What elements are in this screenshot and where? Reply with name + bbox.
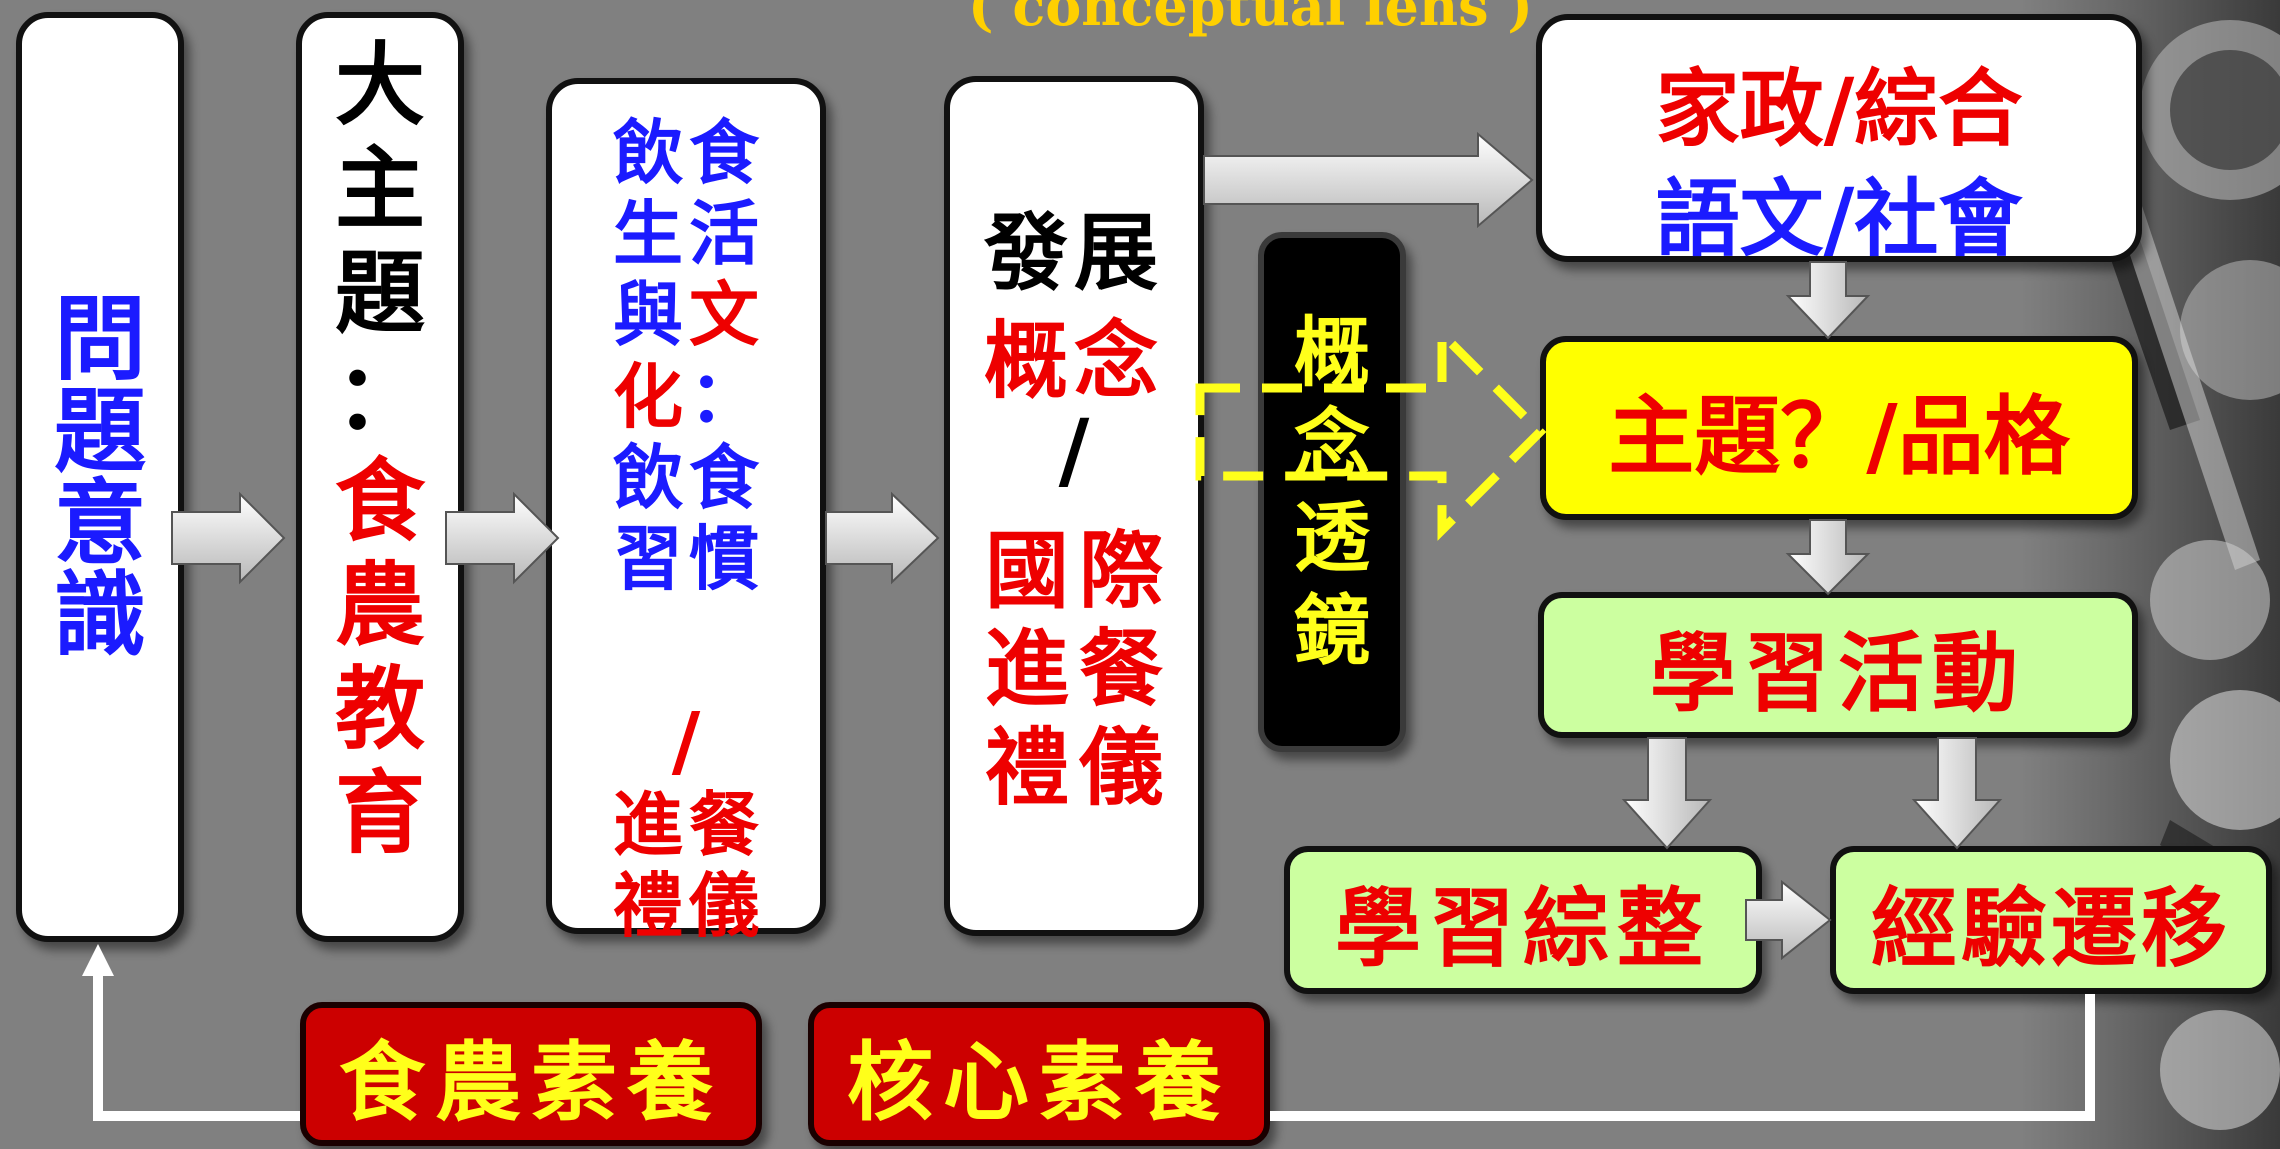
- develop-concept-char: 餐: [1079, 619, 1164, 719]
- experience-transfer-box: 經驗遷移: [1830, 846, 2272, 994]
- arrow-right-1: [171, 491, 286, 585]
- subject-separator: /: [1823, 59, 1855, 158]
- subject-separator: /: [1823, 169, 1855, 268]
- develop-concept-slash: /: [1058, 400, 1090, 499]
- food-culture-char: 食: [689, 111, 759, 194]
- food-culture-char: 飲: [613, 435, 683, 519]
- food-agri-literacy-box: 食農素養: [300, 1002, 762, 1146]
- arrow-down-3: [1621, 737, 1713, 850]
- food-culture-etiquette-char: 禮: [613, 864, 683, 948]
- problem-awareness-char: 意: [53, 469, 146, 577]
- food-culture-char: 習: [613, 516, 683, 600]
- core-literacy-text: 核心素養: [847, 1031, 1231, 1133]
- conceptual-lens-caption: ( conceptual lens ): [968, 0, 1533, 38]
- arrow-right-3: [825, 491, 940, 585]
- food-culture-etiquette-char: 儀: [689, 864, 759, 948]
- subject-integrative: 綜合: [1854, 59, 2023, 158]
- conceptual-lens-char: 透: [1294, 493, 1370, 582]
- develop-concept-box: 發展 概念 / 國 進 禮 際 餐 儀: [944, 76, 1204, 936]
- main-theme-value-char: 育: [335, 760, 425, 866]
- main-theme-label-char: 主: [335, 136, 425, 242]
- food-culture-char: 化: [613, 354, 683, 438]
- problem-awareness-char: 識: [53, 561, 146, 669]
- develop-concept-char: 禮: [984, 717, 1069, 817]
- arrow-right-to-subjects: [1203, 131, 1534, 229]
- food-culture-char: 飲: [613, 111, 683, 194]
- experience-transfer-text: 經驗遷移: [1871, 877, 2231, 979]
- food-culture-char: 活: [689, 192, 759, 276]
- develop-concept-char: 儀: [1079, 717, 1164, 817]
- feedback-arrowhead: [82, 944, 114, 976]
- food-culture-slash: /: [671, 696, 701, 787]
- main-theme-label-char: 大: [335, 32, 425, 138]
- learning-activity-text: 學習活動: [1650, 622, 2026, 724]
- problem-awareness-char: 問: [53, 285, 146, 393]
- arrow-down-2: [1785, 519, 1871, 596]
- subject-language: 語文: [1655, 169, 1824, 268]
- subject-social-studies: 社會: [1854, 169, 2023, 268]
- food-culture-box: 飲 生 與 化 飲 習 食 活 文 ： 食 慣 / 進 禮 餐 儀: [546, 78, 826, 946]
- arrow-down-1: [1785, 261, 1871, 340]
- main-theme-label-char: 題: [335, 240, 425, 346]
- core-literacy-box: 核心素養: [808, 1002, 1270, 1146]
- conceptual-lens-char: 念: [1294, 400, 1370, 490]
- theme-character-box: 主題？/品格: [1540, 336, 2138, 520]
- problem-awareness-box: 問 題 意 識: [16, 12, 184, 942]
- conceptual-lens-char: 鏡: [1294, 585, 1370, 675]
- food-culture-char: 生: [613, 192, 683, 276]
- feedback-loop-line: [1270, 994, 2095, 1121]
- conceptual-lens-char: 概: [1294, 307, 1370, 397]
- food-culture-char: 食: [689, 435, 759, 519]
- feedback-loop-line: [93, 960, 300, 1121]
- main-theme-box: 大 主 題 ： 食 農 教 育: [296, 12, 464, 942]
- develop-concept-line2: 概念: [983, 311, 1164, 410]
- conceptual-lens-box: 概 念 透 鏡: [1258, 232, 1406, 752]
- arrow-down-4: [1911, 737, 2003, 850]
- food-culture-char: ：: [689, 354, 759, 438]
- main-theme-value-char: 教: [335, 656, 425, 762]
- subjects-box: 家政/綜合 語文/社會: [1536, 14, 2142, 268]
- problem-awareness-char: 題: [53, 377, 146, 485]
- learning-integration-text: 學習綜整: [1335, 877, 1711, 979]
- develop-concept-char: 際: [1079, 521, 1164, 620]
- main-theme-value-char: 農: [335, 552, 425, 658]
- develop-concept-char: 進: [984, 619, 1069, 719]
- main-theme-label-char: ：: [335, 344, 425, 450]
- subject-home-economics: 家政: [1655, 59, 1824, 158]
- learning-activity-box: 學習活動: [1538, 592, 2138, 738]
- food-culture-char: 與: [613, 273, 683, 357]
- main-theme-value-char: 食: [335, 448, 425, 554]
- theme-character-text: 主題？/品格: [1608, 385, 2070, 487]
- food-culture-etiquette-char: 餐: [689, 783, 759, 866]
- develop-concept-line1: 發展: [983, 203, 1164, 302]
- develop-concept-char: 國: [984, 521, 1069, 620]
- food-culture-etiquette-char: 進: [613, 783, 683, 866]
- food-agri-literacy-text: 食農素養: [339, 1031, 723, 1133]
- food-culture-char: 文: [689, 273, 759, 357]
- food-culture-char: 慣: [689, 516, 759, 600]
- learning-integration-box: 學習綜整: [1284, 846, 1762, 994]
